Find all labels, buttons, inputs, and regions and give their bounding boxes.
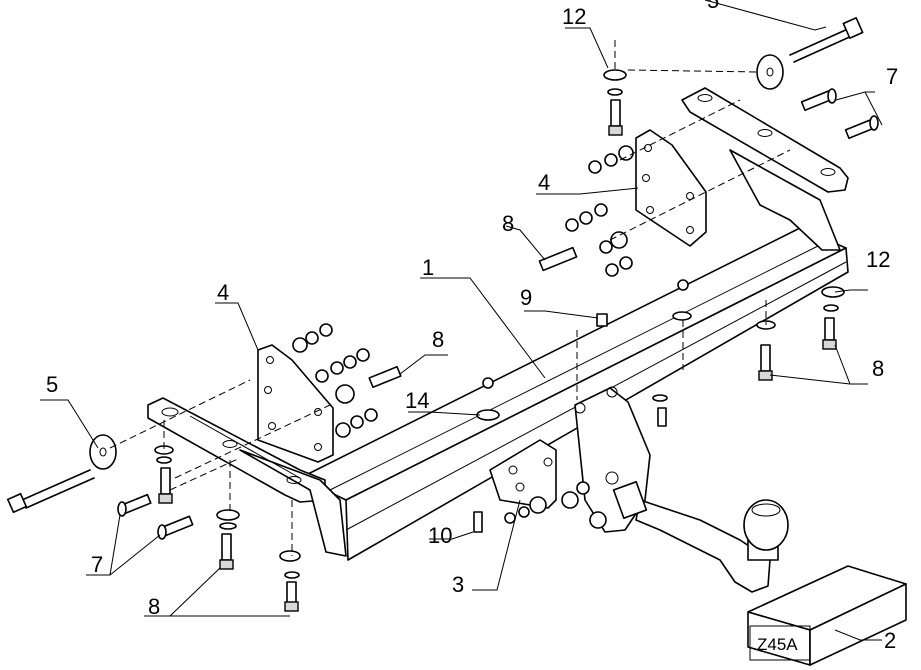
callout-5-right: 5 [707,0,719,13]
vertical-bolts [158,99,837,612]
callout-8-right-top: 8 [502,211,514,236]
callout-12-right: 12 [866,247,890,272]
callout-9: 9 [520,285,532,310]
callout-12-top: 12 [562,4,586,29]
callout-2: 2 [884,628,896,653]
callout-7-right: 7 [886,64,898,89]
bolt-7-left-b [157,515,194,540]
bolt-7-right-a [800,88,837,112]
callout-3: 3 [452,572,464,597]
callout-7-left: 7 [91,552,103,577]
socket-plate [489,439,557,509]
tow-ball [743,499,789,561]
large-washer-right [756,54,784,90]
callout-14: 14 [405,388,429,413]
fastener-stacks [292,145,689,529]
large-washer-left [89,434,117,470]
long-bolt-left [6,469,95,514]
right-mounting-bracket [681,87,849,251]
tow-ball-neck [612,481,771,593]
electrics-box: Z45A [747,565,907,666]
electrics-box-label: Z45A [757,635,798,654]
left-mounting-bracket [147,397,347,557]
callout-1: 1 [422,255,434,280]
assembly-lines [109,40,791,556]
callout-4-right: 4 [538,170,550,195]
leader-lines [40,0,883,641]
callout-8-left-top: 8 [432,327,444,352]
callout-5-left: 5 [46,372,58,397]
long-bolt-right [789,17,864,63]
left-side-plate [257,344,334,463]
right-side-plate [635,129,707,247]
bolt-7-right-b [844,115,879,140]
callout-10: 10 [428,523,452,548]
washers [154,69,845,579]
callout-8-left-bottom: 8 [148,594,160,619]
bolt-7-left-a [117,493,152,517]
callout-4-left: 4 [217,280,229,305]
callout-8-right-bottom: 8 [872,356,884,381]
